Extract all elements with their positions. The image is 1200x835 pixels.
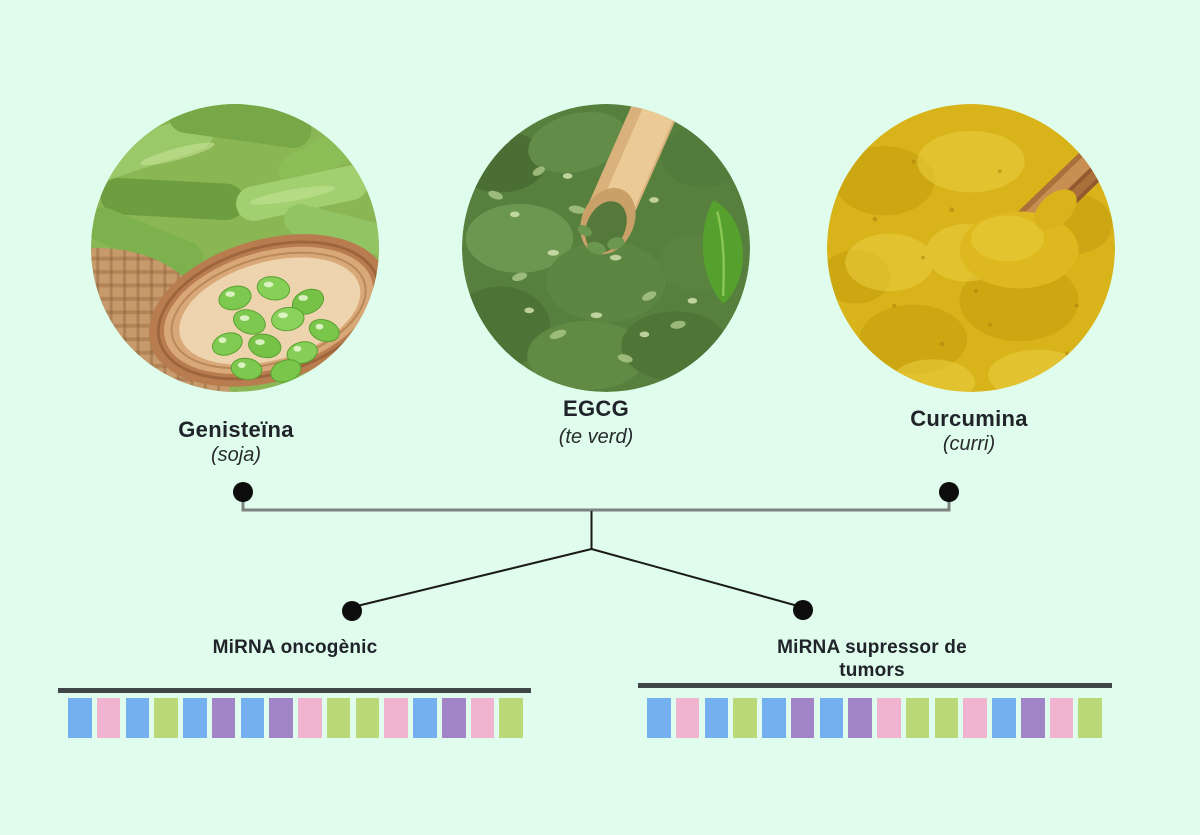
sequence-block-pink [877, 698, 901, 738]
sequence-block-blue [183, 698, 207, 738]
sequence-block-green [154, 698, 178, 738]
sequence-block-blue [240, 698, 265, 738]
sequence-block-blue [762, 698, 786, 738]
sequence-block-blue [647, 698, 671, 738]
compound-source-soja: (soja) [210, 444, 262, 466]
sequence-block-green [1078, 698, 1103, 738]
sequence-block-purple [269, 698, 293, 738]
sequence-block-green [326, 698, 351, 738]
sequence-block-blue [413, 698, 437, 738]
sequence-block-blue [704, 698, 729, 738]
node-dot-genisteina [233, 482, 253, 502]
sequence-block-blue [992, 698, 1016, 738]
green-tea-photo-art [462, 104, 750, 392]
sequence-block-pink [470, 698, 495, 738]
compound-name-genisteina: Genisteïna [178, 417, 294, 442]
sequence-block-pink [96, 698, 121, 738]
sequence-block-pink [1049, 698, 1074, 738]
soybeans-photo-art [91, 104, 379, 392]
compound-source-curri: (curri) [942, 433, 996, 455]
sequence-strip-supressor [647, 698, 1103, 738]
node-dot-mirna-oncogenic [342, 601, 362, 621]
curcumin-photo [827, 104, 1115, 392]
sequence-block-blue [68, 698, 92, 738]
node-dot-curcumina [939, 482, 959, 502]
sequence-block-purple [211, 698, 236, 738]
sequence-block-pink [298, 698, 322, 738]
branch-left-line [356, 548, 592, 607]
green-tea-photo [462, 104, 750, 392]
sequence-block-purple [441, 698, 466, 738]
sequence-block-blue [125, 698, 150, 738]
sequence-block-pink [675, 698, 700, 738]
compound-source-te-verd: (te verd) [558, 426, 634, 448]
sequence-block-pink [384, 698, 408, 738]
sequence-bar-supressor [638, 683, 1112, 688]
branch-right-line [591, 548, 799, 607]
sequence-block-green [355, 698, 380, 738]
bracket-line [241, 498, 951, 512]
soybeans-photo [91, 104, 379, 392]
sequence-block-green [499, 698, 524, 738]
compound-name-curcumina: Curcumina [910, 406, 1028, 431]
sequence-block-green [905, 698, 930, 738]
sequence-block-green [733, 698, 757, 738]
mirna-supressor-label: MiRNA supressor de tumors [777, 637, 967, 681]
sequence-block-purple [790, 698, 815, 738]
sequence-strip-oncogenic [68, 698, 524, 738]
mirna-oncogenic-label: MiRNA oncogènic [212, 637, 378, 658]
sequence-bar-oncogenic [58, 688, 531, 693]
node-dot-mirna-supressor [793, 600, 813, 620]
sequence-block-blue [819, 698, 844, 738]
curcumin-photo-art [827, 104, 1115, 392]
sequence-block-purple [848, 698, 872, 738]
compound-name-egcg: EGCG [563, 396, 629, 421]
sequence-block-pink [963, 698, 987, 738]
sequence-block-green [934, 698, 959, 738]
sequence-block-purple [1020, 698, 1045, 738]
